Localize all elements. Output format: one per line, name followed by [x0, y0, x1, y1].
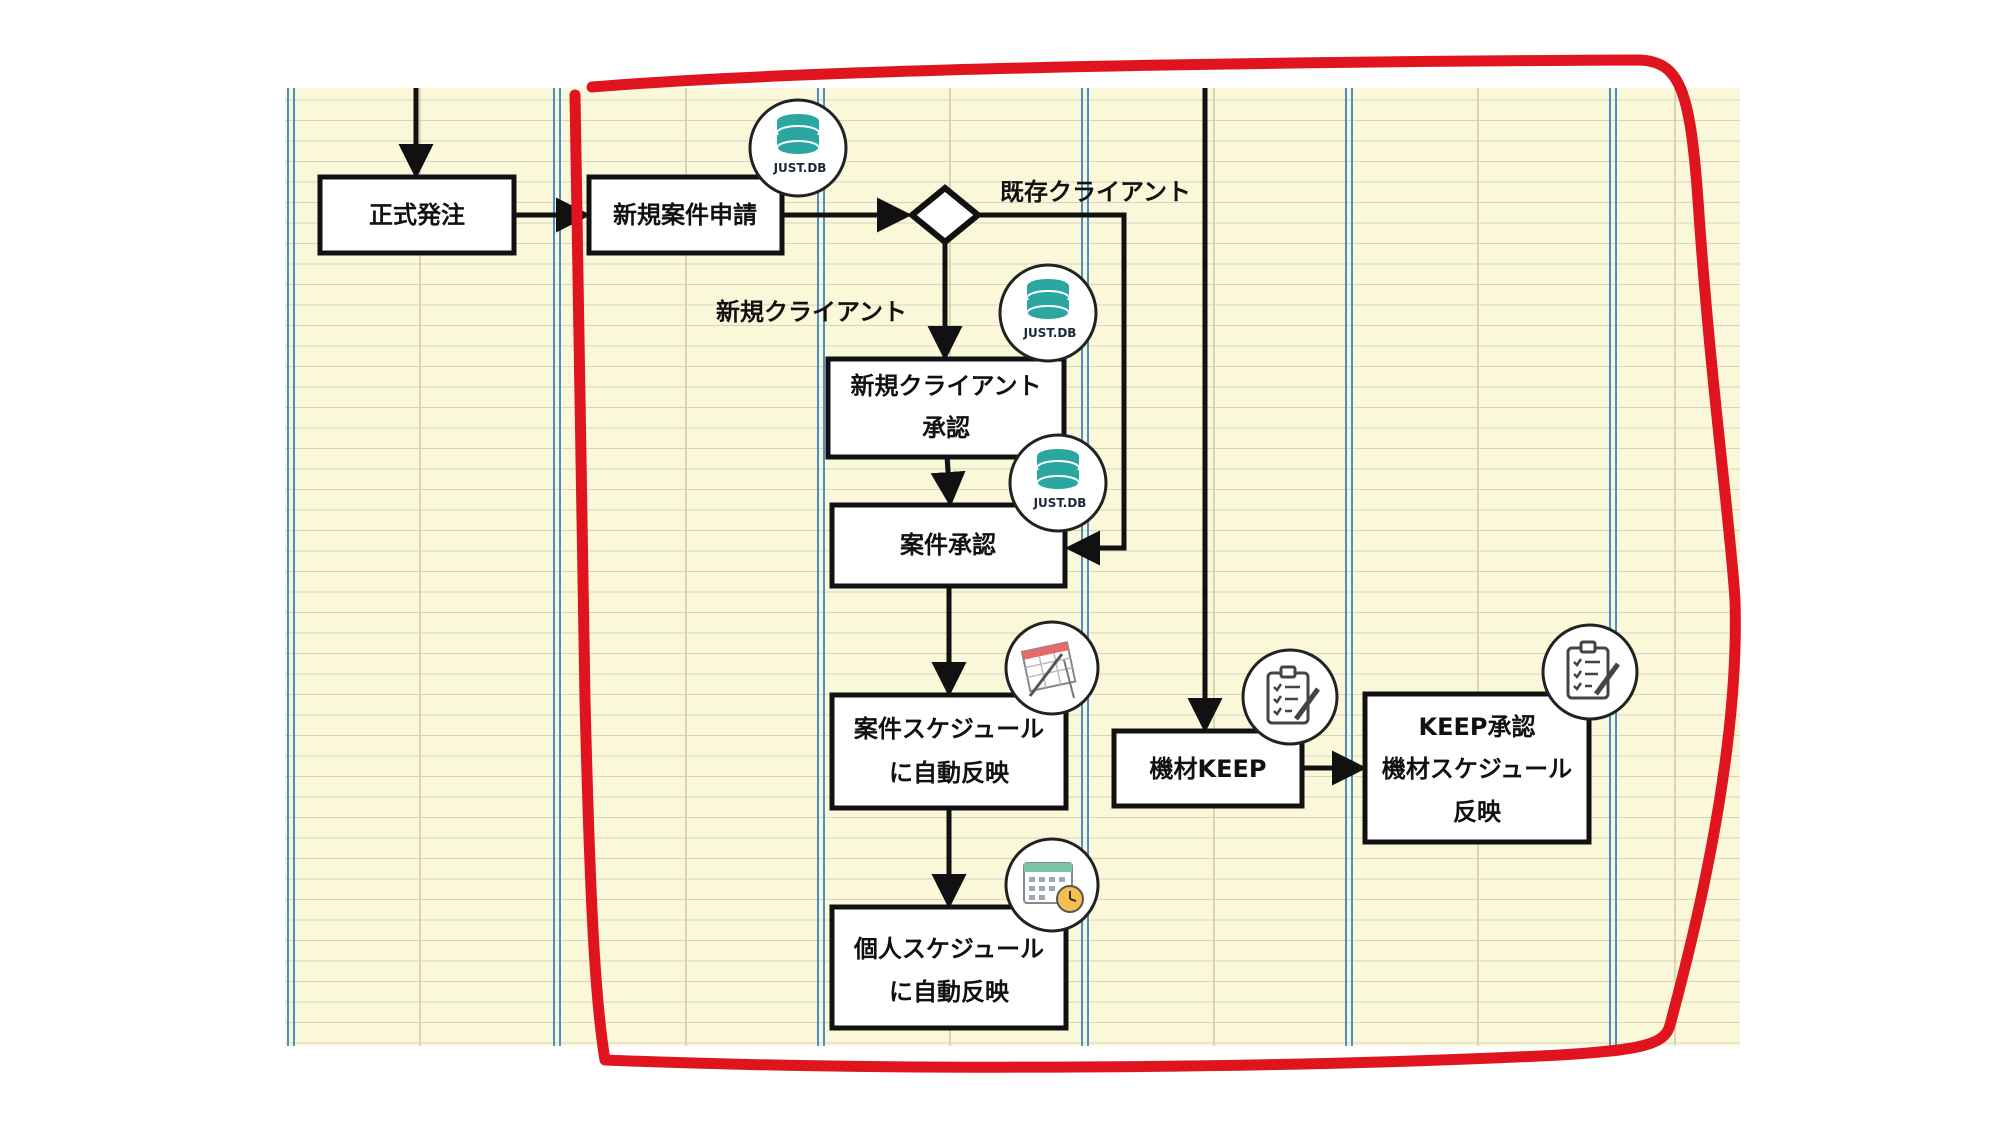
- new-client-approval-line-2: 承認: [922, 414, 970, 442]
- label-new-client: 新規クライアント: [716, 298, 907, 326]
- node-labels: 正式発注 新規案件申請 新規クライアント 承認 案件承認 案件スケジュール に自…: [369, 201, 1572, 1006]
- new-client-approval-line-1: 新規クライアント: [850, 372, 1041, 400]
- keep-approval-line-2: 機材スケジュール: [1382, 755, 1572, 783]
- process-nodes: [317, 174, 1592, 1031]
- edges: [398, 88, 1367, 909]
- personal-schedule-box: [829, 904, 1069, 1031]
- database-icon: JUST.DB: [998, 263, 1098, 363]
- client-decision-diamond: [907, 184, 983, 246]
- project-schedule-line-2: に自動反映: [889, 759, 1010, 787]
- keep-approval-box: [1362, 691, 1592, 845]
- personal-schedule-line-2: に自動反映: [889, 978, 1010, 1006]
- equipment-keep-box: [1111, 728, 1305, 809]
- formal-order-label: 正式発注: [369, 201, 465, 229]
- project-schedule-box: [829, 692, 1069, 811]
- database-icon: JUST.DB: [748, 98, 848, 198]
- calendar-pen-icon: [1004, 620, 1100, 716]
- justdb-logo-text: JUST.DB: [1033, 496, 1087, 510]
- label-existing-client: 既存クライアント: [1000, 178, 1191, 206]
- new-project-request-box: [586, 174, 785, 256]
- edge-client-approval-to-project-approval: [930, 456, 966, 507]
- new-client-approval-box: [825, 356, 1067, 460]
- project-schedule-line-1: 案件スケジュール: [853, 715, 1044, 743]
- project-approval-label: 案件承認: [899, 531, 996, 559]
- edge-existing-client: [978, 212, 1127, 566]
- personal-schedule-line-1: 個人スケジュール: [853, 935, 1044, 963]
- red-highlight-outline: [569, 54, 1741, 1073]
- clipboard-checklist-icon: [1241, 648, 1339, 746]
- database-icon: JUST.DB: [1008, 433, 1108, 533]
- keep-approval-line-3: 反映: [1453, 798, 1502, 826]
- clipboard-checklist-icon: [1541, 623, 1639, 721]
- keep-approval-line-1: KEEP承認: [1419, 713, 1536, 741]
- new-project-request-label: 新規案件申請: [613, 201, 757, 229]
- equipment-keep-label: 機材KEEP: [1150, 755, 1267, 783]
- calendar-clock-icon: [1004, 837, 1100, 933]
- justdb-logo-text: JUST.DB: [773, 161, 827, 175]
- justdb-logo-text: JUST.DB: [1023, 326, 1077, 340]
- formal-order-box: [317, 174, 517, 256]
